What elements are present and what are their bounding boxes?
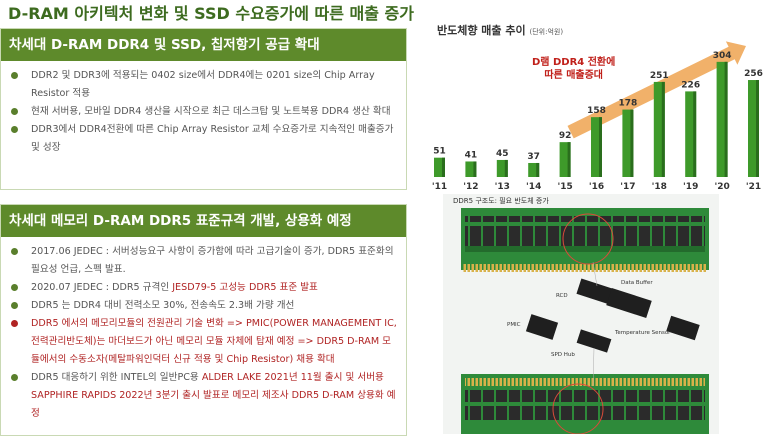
bullet-dot-icon — [11, 72, 18, 79]
ddr5-bullet-3: DDR5 는 DDR4 대비 전력소모 30%, 전송속도 2.3배 가량 개선 — [11, 297, 398, 315]
bar-value-label: 304 — [713, 51, 732, 61]
ddr5-module-illustration — [461, 208, 709, 434]
bar-shade-10 — [756, 80, 759, 177]
chart-annotation: D램 DDR4 전환에 따른 매출증대 — [532, 57, 616, 81]
bullet-dot-icon — [11, 320, 18, 327]
bar-2 — [496, 159, 508, 177]
temperature-sensor-chip — [666, 315, 700, 341]
bullet-dot-icon — [11, 248, 18, 255]
diagram-caption: DDR5 구조도: 필요 반도체 증가 — [453, 197, 549, 205]
ddr4-section: 차세대 D-RAM DDR4 및 SSD, 칩저항기 공급 확대 DDR2 및 … — [0, 28, 407, 190]
bar-9 — [716, 61, 728, 178]
x-tick-label: '18 — [652, 182, 667, 192]
bar-3 — [528, 162, 540, 177]
x-tick-label: '20 — [714, 182, 729, 192]
bar-shade-0 — [442, 157, 445, 177]
bullet-dot-icon — [11, 126, 18, 133]
ddr4-bullet-1: DDR2 및 DDR3에 적용되는 0402 size에서 DDR4에는 020… — [11, 67, 398, 103]
bar-value-label: 41 — [465, 150, 478, 160]
bar-value-label: 158 — [587, 106, 606, 116]
x-tick-label: '14 — [526, 182, 541, 192]
bar-1 — [465, 161, 477, 177]
spd-hub-chip — [576, 329, 612, 353]
bullet-dot-icon — [11, 284, 18, 291]
pmic-chip — [525, 314, 559, 340]
x-tick-label: '19 — [683, 182, 698, 192]
chart-unit: (단위:억원) — [529, 28, 564, 36]
bar-value-label: 256 — [744, 69, 763, 79]
bullet-dot-icon — [11, 302, 18, 309]
x-tick-label: '16 — [589, 182, 604, 192]
bar-shade-9 — [724, 61, 728, 178]
bar-value-label: 251 — [650, 71, 669, 81]
bar-0 — [434, 157, 445, 177]
x-tick-label: '11 — [432, 182, 447, 192]
bar-shade-5 — [599, 117, 602, 177]
ddr5-bullet-1: 2017.06 JEDEC : 서버성능요구 사항이 증가함에 따라 고급기술이… — [11, 243, 398, 279]
bar-10 — [748, 80, 759, 177]
ddr5-bullet-5: DDR5 대응하기 위한 INTEL의 일반PC용 ALDER LAKE 202… — [11, 369, 398, 423]
ddr5-section: 차세대 메모리 D-RAM DDR5 표준규격 개발, 상용화 예정 2017.… — [0, 204, 407, 436]
x-tick-label: '17 — [620, 182, 635, 192]
ddr5-bullet-4: DDR5 에서의 메모리모듈의 전원관리 기술 변화 => PMIC(POWER… — [11, 315, 398, 369]
bar-shade-3 — [536, 162, 540, 177]
bar-7 — [653, 81, 665, 177]
rcd-chip — [576, 278, 618, 306]
chart-title: 반도체향 매출 추이 (단위:억원) — [437, 24, 564, 37]
spd-hub-label: SPD Hub — [551, 352, 575, 358]
revenue-bar-chart: 51 '11 41 '12 45 '13 37 '14 92 '15 158 '16 178 '17 251… — [432, 41, 763, 192]
bar-value-label: 51 — [433, 147, 446, 157]
ddr5-section-header: 차세대 메모리 D-RAM DDR5 표준규격 개발, 상용화 예정 — [1, 205, 406, 237]
bar-shade-8 — [693, 91, 697, 177]
ddr4-section-header: 차세대 D-RAM DDR4 및 SSD, 칩저항기 공급 확대 — [1, 29, 406, 61]
bullet-dot-icon — [11, 374, 18, 381]
bar-shade-6 — [630, 109, 634, 177]
bar-value-label: 92 — [559, 131, 572, 141]
bar-shade-7 — [661, 81, 665, 177]
pmic-label: PMIC — [507, 322, 521, 328]
rcd-label: RCD — [556, 293, 568, 299]
bar-4 — [559, 142, 571, 177]
data-buffer-label: Data Buffer — [621, 280, 653, 286]
bar-shade-1 — [473, 161, 477, 177]
bar-value-label: 226 — [681, 80, 700, 90]
ddr4-bullet-2: 현재 서버용, 모바일 DDR4 생산을 시작으로 최근 데스크탑 및 노트북용… — [11, 103, 398, 121]
bar-shade-4 — [567, 142, 571, 177]
bar-5 — [591, 117, 602, 177]
bar-8 — [685, 91, 697, 177]
bar-value-label: 37 — [527, 152, 540, 162]
ddr5-structure-diagram: DDR5 구조도: 필요 반도체 증가 — [443, 194, 719, 434]
x-tick-label: '21 — [746, 182, 761, 192]
x-tick-label: '15 — [557, 182, 572, 192]
bar-6 — [622, 109, 634, 177]
ddr4-bullet-3: DDR3에서 DDR4전환에 따른 Chip Array Resistor 교체… — [11, 121, 398, 157]
temperature-sensor-label: Temperature Sensor — [615, 330, 671, 336]
data-buffer-chip — [606, 287, 652, 319]
ddr5-bullet-2: 2020.07 JEDEC : DDR5 규격인 JESD79-5 고성능 DD… — [11, 279, 398, 297]
x-tick-label: '12 — [463, 182, 478, 192]
bar-value-label: 178 — [619, 99, 638, 109]
bullet-dot-icon — [11, 108, 18, 115]
bar-shade-2 — [504, 159, 508, 177]
bar-value-label: 45 — [496, 149, 509, 159]
page-title: D-RAM 아키텍처 변화 및 SSD 수요증가에 따른 매출 증가 — [8, 4, 414, 23]
x-tick-label: '13 — [495, 182, 510, 192]
